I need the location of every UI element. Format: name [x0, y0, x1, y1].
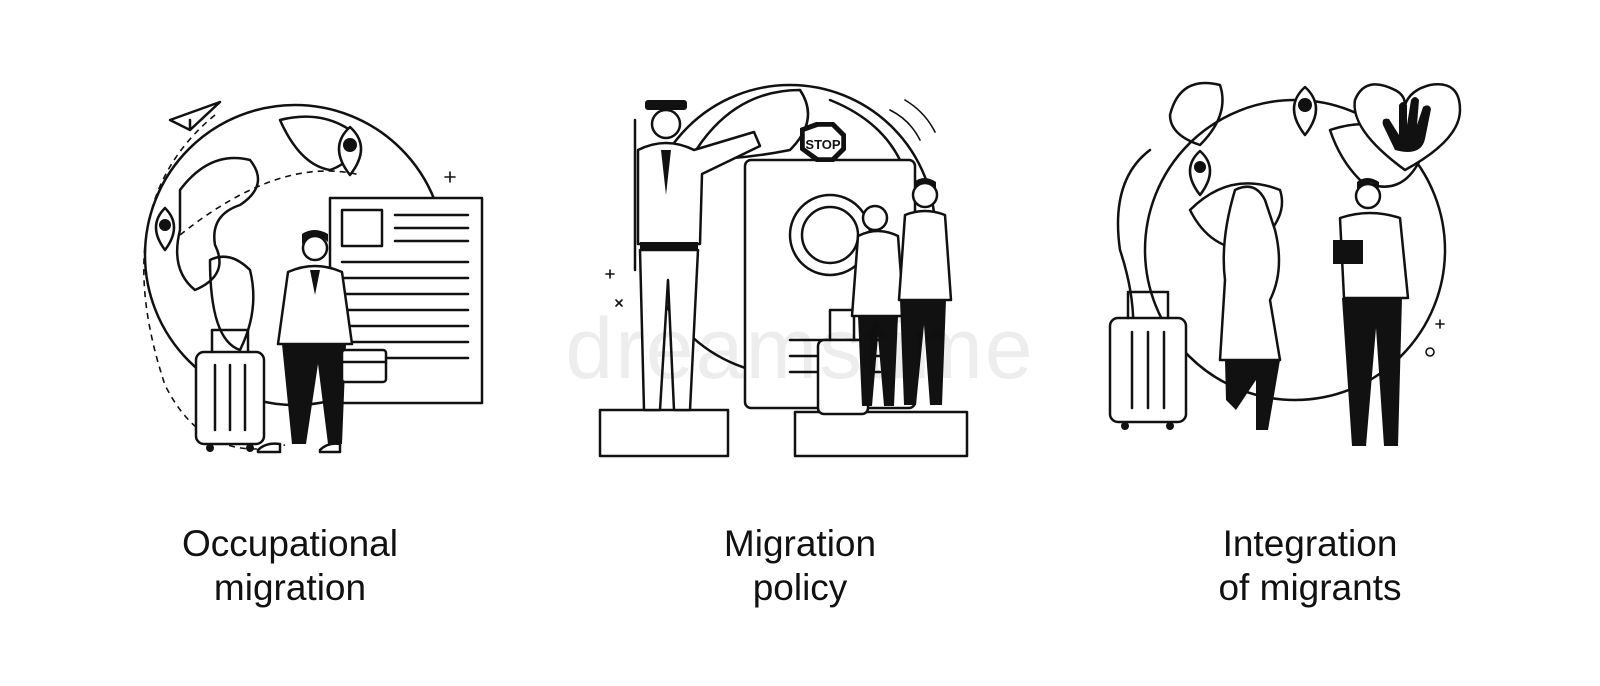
caption-occupational-migration: Occupational migration [30, 522, 550, 610]
caption-line-1: Occupational [182, 523, 398, 564]
caption-integration-of-migrants: Integration of migrants [1050, 522, 1570, 610]
migration-policy-illustration: STOP [598, 83, 969, 458]
panel-occupational-migration: Occupational migration [30, 0, 550, 686]
panel-integration-of-migrants: Integration of migrants [1050, 0, 1570, 686]
caption-line-1: Migration [723, 523, 877, 564]
caption-line-1: Integration [1222, 523, 1398, 564]
briefcase-icon [340, 348, 388, 384]
occupational-migration-illustration [143, 100, 484, 454]
clipboard-icon [1333, 240, 1363, 264]
caption-migration-policy: Migration policy [540, 522, 1060, 610]
panel-migration-policy: STOP Migration policy [540, 0, 1060, 686]
watermark: dreamstime [565, 301, 1035, 397]
paper-plane-icon [168, 100, 222, 132]
caption-line-2: of migrants [1218, 567, 1402, 608]
stop-sign-label: STOP [805, 137, 840, 152]
caption-line-2: policy [752, 567, 848, 608]
caption-line-2: migration [213, 567, 367, 608]
integration-of-migrants-illustration [1108, 81, 1462, 446]
